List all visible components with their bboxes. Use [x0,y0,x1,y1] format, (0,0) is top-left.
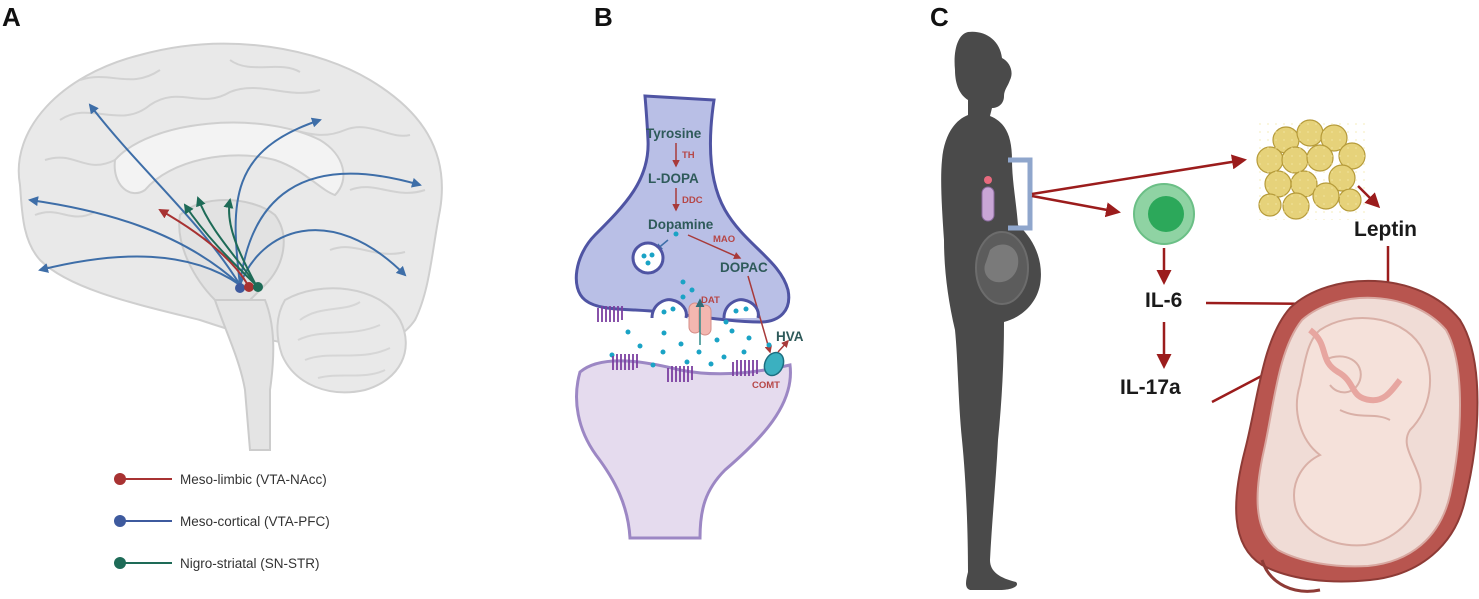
blue-projection-orbital [38,255,241,286]
pathway-legend: Meso-limbic (VTA-NAcc) Meso-cortical (VT… [114,472,330,571]
immune-cell [1133,183,1195,245]
meso-cortical-pathway [28,103,422,286]
blood-cell-icon [984,176,992,184]
nigro-striatal-pathway [183,196,257,286]
adipose-tissue [1255,119,1366,220]
label-tyrosine: Tyrosine [646,126,702,141]
legend-item-meso-cortical: Meso-cortical (VTA-PFC) [114,514,330,529]
postsynaptic-receptor-1 [612,354,638,370]
label-leptin: Leptin [1354,218,1417,241]
panel-c-letter: C [930,2,949,32]
brain-illustration [17,42,443,451]
vta-nacc-origin-dot [244,282,254,292]
panel-c: C [930,2,1479,593]
storage-vesicle [631,241,665,275]
corpus-callosum [113,121,345,197]
blue-projection-frontal-upper [88,103,241,286]
blue-projection-parietal [234,117,322,286]
fetus-silhouette [984,244,1019,283]
legend-label-meso-limbic: Meso-limbic (VTA-NAcc) [180,472,327,487]
blue-projection-temporal [239,229,407,286]
uterus-with-fetus [1235,279,1479,593]
panel-a-letter: A [2,2,21,32]
panel-b: B Tyrosine TH L-DOPA DDC Dopamine MAO DO… [574,2,804,540]
arrow-to-adipose [1031,154,1247,196]
fusing-vesicle-right [722,298,760,319]
label-il6: IL-6 [1145,289,1182,312]
legend-swatch-nigro-striatal [114,557,126,569]
meso-limbic-pathway [158,209,249,286]
legend-label-meso-cortical: Meso-cortical (VTA-PFC) [180,514,330,529]
label-dopamine: Dopamine [648,217,714,232]
label-th: TH [682,150,695,161]
dopamine-molecule [673,231,679,237]
cervix [1260,559,1321,593]
vta-pfc-origin-dot [235,283,245,293]
vessel-icon [981,186,995,222]
brainstem [213,299,275,451]
legend-item-nigro-striatal: Nigro-striatal (SN-STR) [114,556,320,571]
bracket [1008,157,1033,231]
arrow-dopamine-to-dopac [687,234,742,260]
pregnant-woman-silhouette [941,31,1041,591]
presynaptic-autoreceptor [597,306,623,322]
receptors [597,306,758,382]
synaptic-dopamine [609,279,772,368]
postsynaptic-receptor-2 [667,366,693,382]
blue-projection-occipital [239,172,422,286]
arrow-adipose-to-leptin [1357,185,1381,209]
arrow-comt-to-hva [777,339,790,353]
green-projection-3 [223,198,257,286]
legend-swatch-meso-cortical [114,515,126,527]
green-projection-1 [183,203,257,286]
dat-transporter [688,298,712,345]
comt-enzyme [763,351,785,377]
blue-projection-frontal-lower [28,196,241,286]
panel-a: A [2,2,443,571]
label-ldopa: L-DOPA [648,171,699,186]
green-projection-2 [196,196,257,286]
fusing-vesicle-left [650,298,688,319]
arrow-to-immune-cell [1031,194,1121,218]
legend-label-nigro-striatal: Nigro-striatal (SN-STR) [180,556,320,571]
label-ddc: DDC [682,195,703,206]
panel-b-letter: B [594,2,613,32]
label-dopac: DOPAC [720,260,768,275]
cerebellum-folia [297,301,391,379]
legend-item-meso-limbic: Meso-limbic (VTA-NAcc) [114,472,327,487]
label-dat: DAT [701,295,720,306]
label-hva: HVA [776,329,804,344]
label-comt: COMT [752,380,780,391]
cerebellum [276,287,407,394]
label-il17a: IL-17a [1120,376,1181,399]
label-mao: MAO [713,234,735,245]
sn-str-origin-dot [253,282,263,292]
cerebrum [17,42,443,353]
fetus-body [1293,317,1432,547]
legend-swatch-meso-limbic [114,473,126,485]
umbilical-cord [1308,327,1403,404]
postsynaptic-receptor-3 [732,360,758,376]
